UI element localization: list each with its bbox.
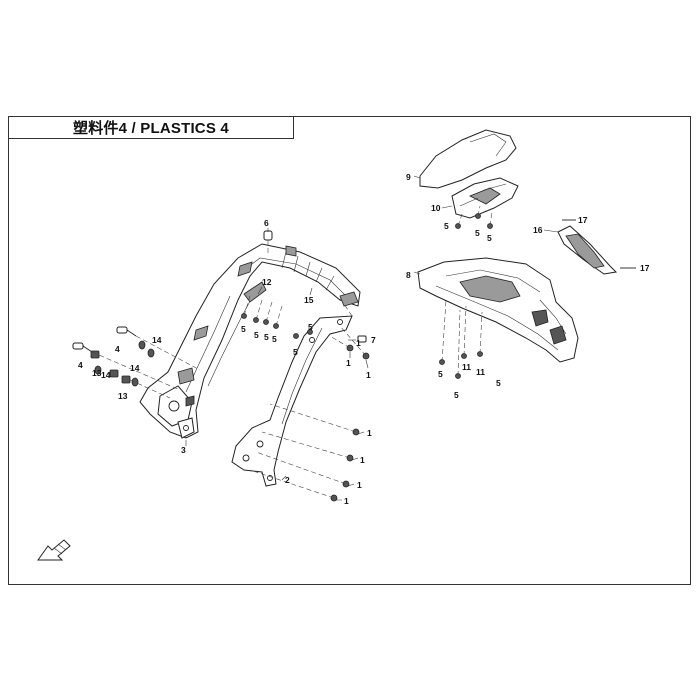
- callout-9: 9: [406, 172, 411, 182]
- callout-5f: 5: [308, 322, 313, 332]
- callout-13b: 13: [118, 391, 128, 401]
- callout-5e: 5: [293, 347, 298, 357]
- callout-1f: 1: [344, 496, 349, 506]
- callout-11a: 11: [462, 362, 471, 372]
- callout-5c: 5: [264, 332, 269, 342]
- seat-cowl: [419, 129, 519, 229]
- callout-5j: 5: [438, 369, 443, 379]
- callout-5l: 5: [496, 378, 501, 388]
- callout-4a: 4: [115, 344, 120, 354]
- page-title: 塑料件4 / PLASTICS 4: [73, 120, 229, 137]
- left-hardware: [72, 230, 273, 399]
- callout-14c: 14: [130, 363, 140, 373]
- tail-cover: [557, 219, 636, 275]
- callout-7: 7: [371, 335, 376, 345]
- callout-4b: 4: [78, 360, 83, 370]
- fasteners-5: [241, 295, 313, 339]
- callout-11b: 11: [476, 367, 485, 377]
- callout-5d: 5: [272, 334, 277, 344]
- rear-undertray: [417, 257, 579, 379]
- callout-1c: 1: [367, 428, 372, 438]
- callout-1a: 1: [346, 358, 351, 368]
- callout-5k: 5: [454, 390, 459, 400]
- leader-lines: [185, 175, 559, 501]
- callout-16: 16: [533, 225, 543, 235]
- callout-1d: 1: [360, 455, 365, 465]
- callout-17b: 17: [640, 263, 650, 273]
- bolts-1: [249, 325, 370, 502]
- callout-10: 10: [431, 203, 441, 213]
- callout-1g: 1: [356, 338, 361, 348]
- callout-1b: 1: [366, 370, 371, 380]
- callout-5i: 5: [487, 233, 492, 243]
- license-bracket: [231, 315, 353, 487]
- callout-5b: 5: [254, 330, 259, 340]
- callout-6: 6: [264, 218, 269, 228]
- front-direction-arrow-icon: [37, 539, 71, 561]
- callout-3: 3: [181, 445, 186, 455]
- callout-5g: 5: [444, 221, 449, 231]
- callout-5a: 5: [241, 324, 246, 334]
- callout-12: 12: [262, 277, 272, 287]
- callout-2: 2: [285, 475, 290, 485]
- callout-1e: 1: [357, 480, 362, 490]
- callout-15: 15: [304, 295, 314, 305]
- title-box: 塑料件4 / PLASTICS 4: [8, 116, 294, 139]
- rear-frame: [139, 243, 361, 439]
- callout-13a: 13: [92, 368, 102, 378]
- diagram-frame: [8, 116, 691, 585]
- callout-labels: 6 12 15 7 3 2 4 4 14 14 14 13 13 5 5 5 5…: [78, 172, 650, 506]
- callout-14a: 14: [152, 335, 162, 345]
- callout-17a: 17: [578, 215, 588, 225]
- callout-5h: 5: [475, 228, 480, 238]
- callout-8: 8: [406, 270, 411, 280]
- callout-14b: 14: [101, 370, 111, 380]
